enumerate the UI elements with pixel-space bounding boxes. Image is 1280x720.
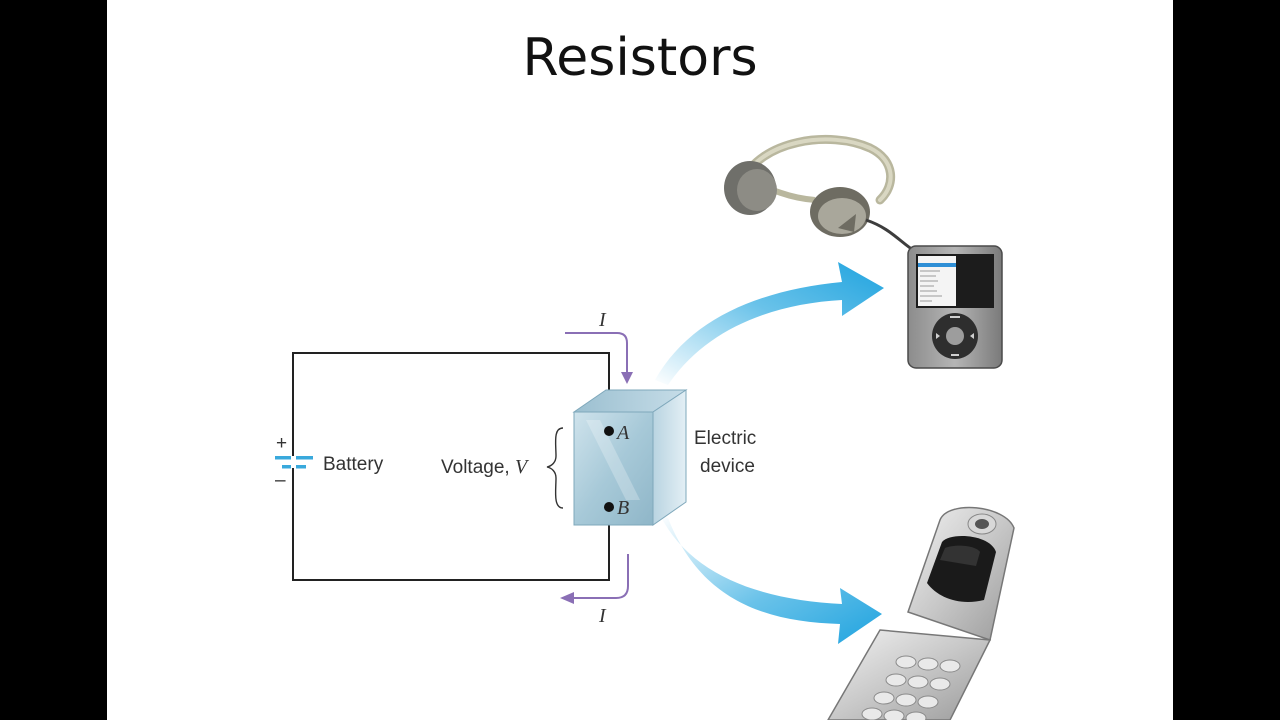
flow-arrow-to-phone: [660, 515, 882, 644]
battery-label: Battery: [323, 454, 384, 475]
voltage-brace: [546, 427, 564, 509]
battery-plus-sign: +: [276, 433, 287, 454]
battery-symbol: [275, 452, 313, 476]
terminal-a-dot: [604, 426, 614, 436]
flip-phone-icon: [827, 506, 1015, 720]
voltage-label: Voltage, V: [441, 456, 530, 478]
device-label-line2: device: [700, 456, 755, 477]
terminal-b-label: B: [617, 497, 629, 519]
terminal-b-dot: [604, 502, 614, 512]
voltage-label-text: Voltage,: [441, 457, 515, 478]
headphones-icon: [724, 134, 917, 254]
voltage-symbol: V: [515, 456, 530, 478]
current-symbol-top: I: [598, 309, 607, 331]
current-arrow-in: [565, 332, 633, 384]
music-player-icon: [907, 245, 1003, 369]
battery-minus-sign: –: [275, 470, 286, 491]
current-arrow-out: [560, 554, 629, 604]
device-label-line1: Electric: [694, 428, 756, 449]
terminal-a-label: A: [615, 422, 630, 444]
current-symbol-bottom: I: [598, 605, 607, 627]
flow-arrow-to-player: [655, 262, 884, 385]
slide-title: Resistors: [522, 28, 758, 88]
electric-device-block: [572, 389, 688, 526]
